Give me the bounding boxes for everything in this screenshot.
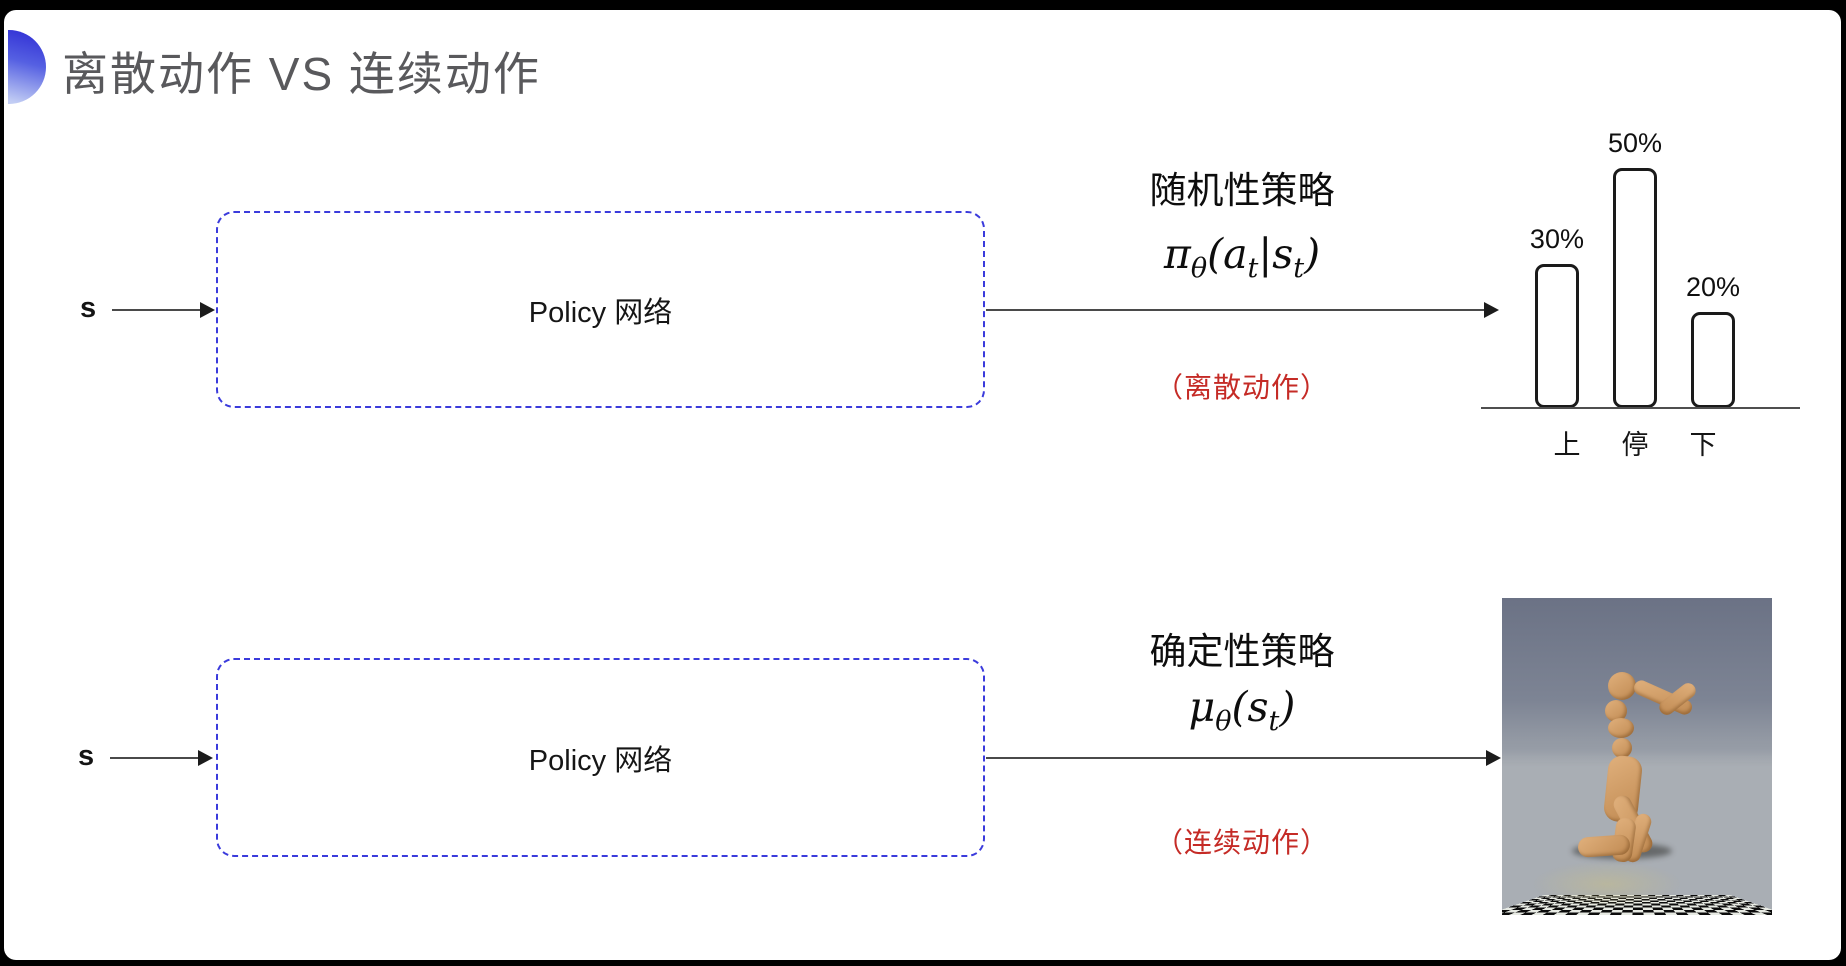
policy-network-box: Policy 网络 xyxy=(216,658,985,857)
formula-subscript: t xyxy=(1247,253,1259,284)
chart-baseline xyxy=(1481,407,1800,409)
policy-network-label: Policy 网络 xyxy=(528,296,673,329)
stochastic-policy-title: 随机性策略 xyxy=(1149,170,1335,211)
output-arrow-line xyxy=(986,309,1484,311)
formula-symbol: a xyxy=(1223,230,1248,278)
formula-paren: ) xyxy=(1304,230,1321,278)
formula-symbol: π xyxy=(1163,230,1191,278)
input-arrowhead-icon xyxy=(200,302,215,318)
formula-paren: ( xyxy=(1231,683,1248,731)
stochastic-policy-formula: πθ(at|st) xyxy=(1042,230,1442,284)
bar-value-label: 20% xyxy=(1686,272,1741,302)
bar xyxy=(1691,312,1736,408)
formula-paren: ( xyxy=(1207,230,1224,278)
robot-waist-joint xyxy=(1612,738,1632,758)
input-arrow-line xyxy=(112,309,200,311)
state-input-label: s xyxy=(78,740,95,772)
robot-foot xyxy=(1577,834,1631,858)
input-arrow-line xyxy=(110,757,198,759)
formula-paren: ) xyxy=(1279,683,1296,731)
bar-x-label: 下 xyxy=(1689,430,1717,460)
discrete-action-label: （离散动作） xyxy=(1154,372,1329,403)
robot-head xyxy=(1608,672,1636,700)
robot-neck-joint xyxy=(1605,700,1627,722)
deterministic-policy-title: 确定性策略 xyxy=(1149,631,1335,672)
page-title: 离散动作 VS 连续动作 xyxy=(62,48,541,100)
output-arrow-line xyxy=(986,757,1486,759)
formula-symbol: s xyxy=(1272,230,1294,278)
policy-network-label: Policy 网络 xyxy=(528,744,673,777)
bar-x-label: 停 xyxy=(1621,430,1649,460)
robot-chest-joint xyxy=(1608,718,1634,738)
bar xyxy=(1612,168,1657,408)
formula-pipe: | xyxy=(1258,230,1273,278)
humanoid-robot-image xyxy=(1502,598,1772,915)
formula-subscript: θ xyxy=(1190,253,1208,284)
bar-column: 20% xyxy=(1686,272,1740,408)
input-arrowhead-icon xyxy=(198,750,213,766)
continuous-action-label: （连续动作） xyxy=(1154,827,1329,858)
formula-subscript: θ xyxy=(1215,706,1232,737)
formula-subscript: t xyxy=(1293,253,1305,284)
formula-symbol: s xyxy=(1247,683,1269,731)
output-arrowhead-icon xyxy=(1484,302,1499,318)
bar-x-label: 上 xyxy=(1553,430,1581,460)
bar xyxy=(1534,264,1579,408)
state-input-label: s xyxy=(80,292,97,324)
deterministic-policy-formula: μθ(st) xyxy=(1042,683,1442,737)
formula-subscript: t xyxy=(1268,706,1280,737)
output-arrowhead-icon xyxy=(1486,750,1501,766)
bar-value-label: 50% xyxy=(1607,128,1663,158)
bar-chart-xlabels: 上停下 xyxy=(1475,423,1795,462)
sky xyxy=(1502,598,1772,744)
policy-network-box: Policy 网络 xyxy=(216,211,985,408)
floor-glow xyxy=(1532,861,1682,907)
bar-column: 50% xyxy=(1608,128,1662,408)
formula-symbol: μ xyxy=(1188,683,1216,731)
bar-chart-bars: 30% 50% 20% xyxy=(1475,118,1795,408)
bar-value-label: 30% xyxy=(1529,224,1584,254)
bar-column: 30% xyxy=(1530,224,1584,408)
